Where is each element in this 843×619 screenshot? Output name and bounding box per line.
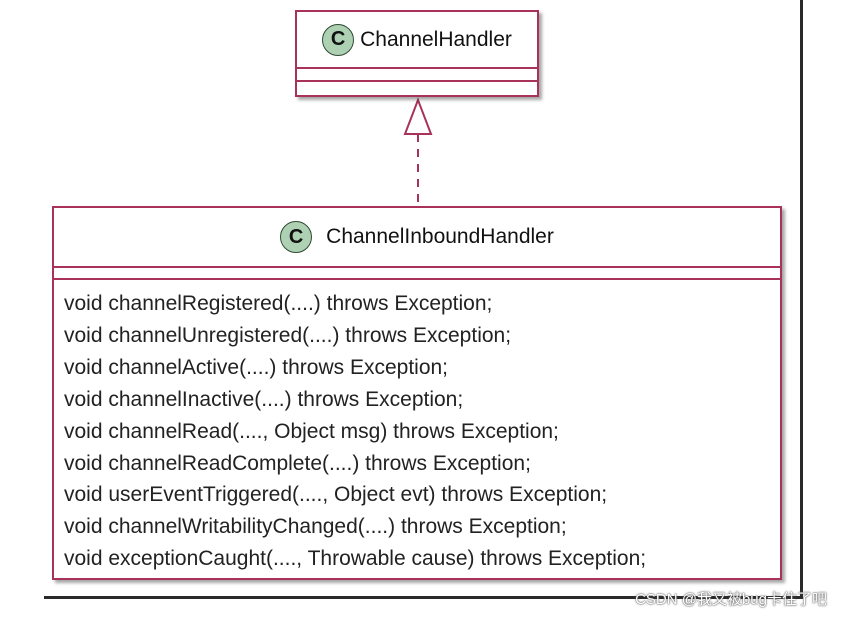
class-stereotype-icon: C bbox=[322, 23, 355, 56]
method-item: void channelReadComplete(....) throws Ex… bbox=[64, 451, 531, 475]
class-header: C ChannelHandler bbox=[297, 12, 537, 69]
method-item: void channelActive(....) throws Exceptio… bbox=[64, 355, 449, 379]
methods-section: void channelRegistered(....) throws Exce… bbox=[54, 280, 780, 575]
method-item: void channelRead(...., Object msg) throw… bbox=[64, 419, 559, 443]
class-name: ChannelHandler bbox=[360, 27, 512, 51]
attributes-section bbox=[297, 69, 537, 82]
method-item: void channelWritabilityChanged(....) thr… bbox=[64, 515, 567, 539]
class-stereotype-icon: C bbox=[280, 221, 313, 253]
attributes-section bbox=[54, 268, 780, 280]
frame-bottom-edge bbox=[44, 596, 803, 599]
class-name: ChannelInboundHandler bbox=[326, 225, 554, 248]
realization-arrowhead bbox=[403, 97, 433, 135]
method-item: void channelInactive(....) throws Except… bbox=[64, 387, 464, 411]
method-item: void channelUnregistered(....) throws Ex… bbox=[64, 323, 512, 347]
method-item: void channelRegistered(....) throws Exce… bbox=[64, 292, 493, 315]
class-channel-inbound-handler: C ChannelInboundHandler void channelRegi… bbox=[52, 206, 782, 580]
frame-right-edge bbox=[800, 0, 803, 598]
class-channel-handler: C ChannelHandler bbox=[295, 10, 539, 97]
method-item: void userEventTriggered(...., Object evt… bbox=[64, 483, 608, 507]
method-item: void exceptionCaught(...., Throwable cau… bbox=[64, 547, 647, 571]
watermark: CSDN @我又被bug卡住了吧 bbox=[635, 591, 827, 608]
class-header: C ChannelInboundHandler bbox=[54, 208, 780, 268]
